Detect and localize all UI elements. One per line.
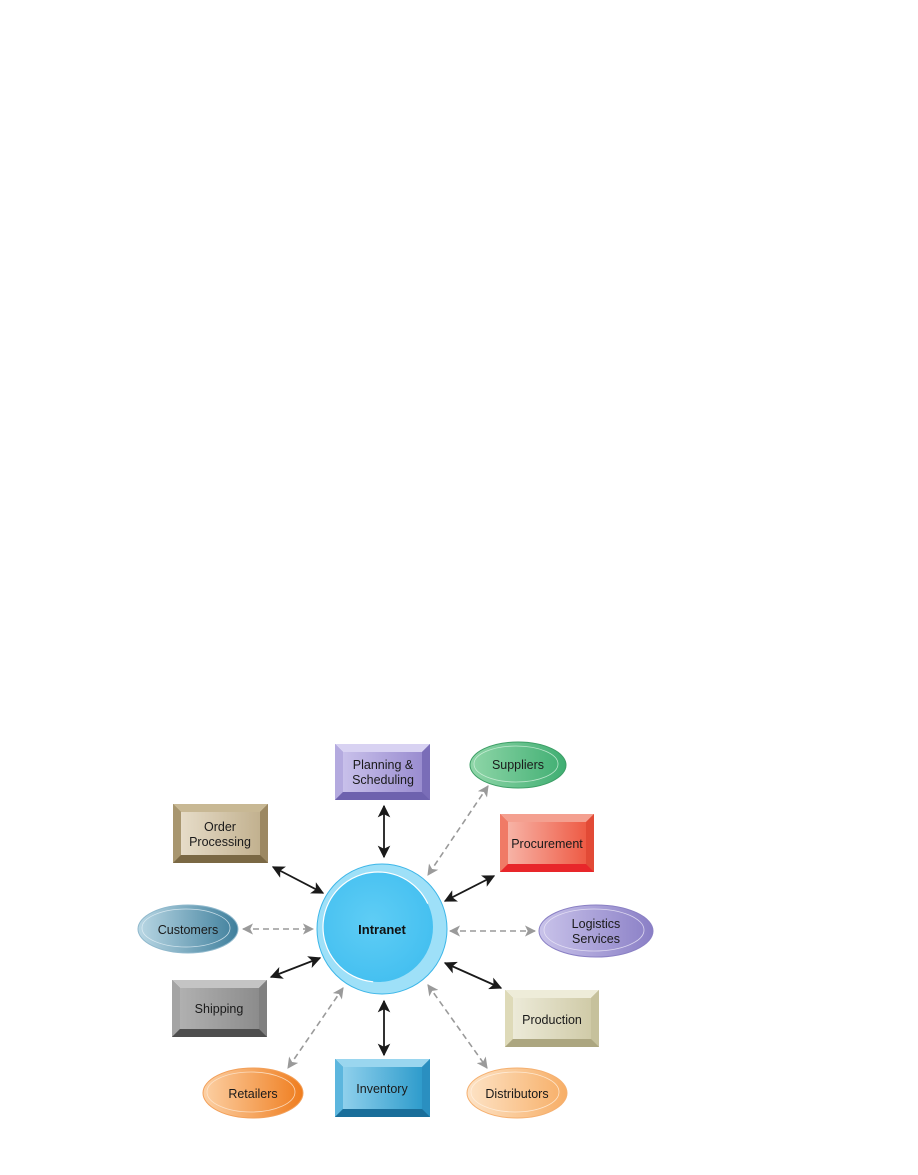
suppliers-node[interactable]: Suppliers [469, 741, 567, 789]
procurement-label: Procurement [511, 837, 583, 851]
planning-label-line2: Scheduling [352, 773, 414, 787]
connector-procurement [443, 875, 496, 902]
customers-node[interactable]: Customers [137, 904, 239, 954]
procurement-node[interactable]: Procurement [500, 814, 594, 872]
shipping-label: Shipping [195, 1002, 244, 1016]
connector-distributors [427, 984, 488, 1069]
order-label-line1: Order [204, 820, 236, 834]
connector-retailers [287, 987, 344, 1069]
intranet-node[interactable]: Intranet [316, 863, 448, 995]
order-processing-node[interactable]: Order Processing [173, 804, 268, 863]
distributors-label: Distributors [485, 1087, 548, 1101]
planning-label-line1: Planning & [353, 758, 414, 772]
order-label-line2: Processing [189, 835, 251, 849]
logistics-label-line2: Services [572, 932, 620, 946]
inventory-label: Inventory [356, 1082, 408, 1096]
suppliers-label: Suppliers [492, 758, 544, 772]
shipping-node[interactable]: Shipping [172, 980, 267, 1037]
logistics-label-line1: Logistics [572, 917, 621, 931]
customers-label: Customers [158, 923, 218, 937]
distributors-node[interactable]: Distributors [466, 1067, 568, 1119]
inventory-node[interactable]: Inventory [335, 1059, 430, 1117]
connector-production [443, 961, 503, 990]
production-node[interactable]: Production [505, 990, 599, 1047]
dashed-connections [241, 785, 537, 1069]
intranet-label: Intranet [358, 922, 406, 937]
connector-suppliers [427, 785, 489, 876]
retailers-label: Retailers [228, 1087, 277, 1101]
retailers-node[interactable]: Retailers [202, 1067, 304, 1119]
connector-order-processing [271, 866, 325, 894]
logistics-services-node[interactable]: Logistics Services [538, 904, 654, 958]
solid-connections [269, 804, 503, 1057]
connector-shipping [269, 956, 322, 979]
planning-scheduling-node[interactable]: Planning & Scheduling [335, 744, 430, 800]
production-label: Production [522, 1013, 582, 1027]
